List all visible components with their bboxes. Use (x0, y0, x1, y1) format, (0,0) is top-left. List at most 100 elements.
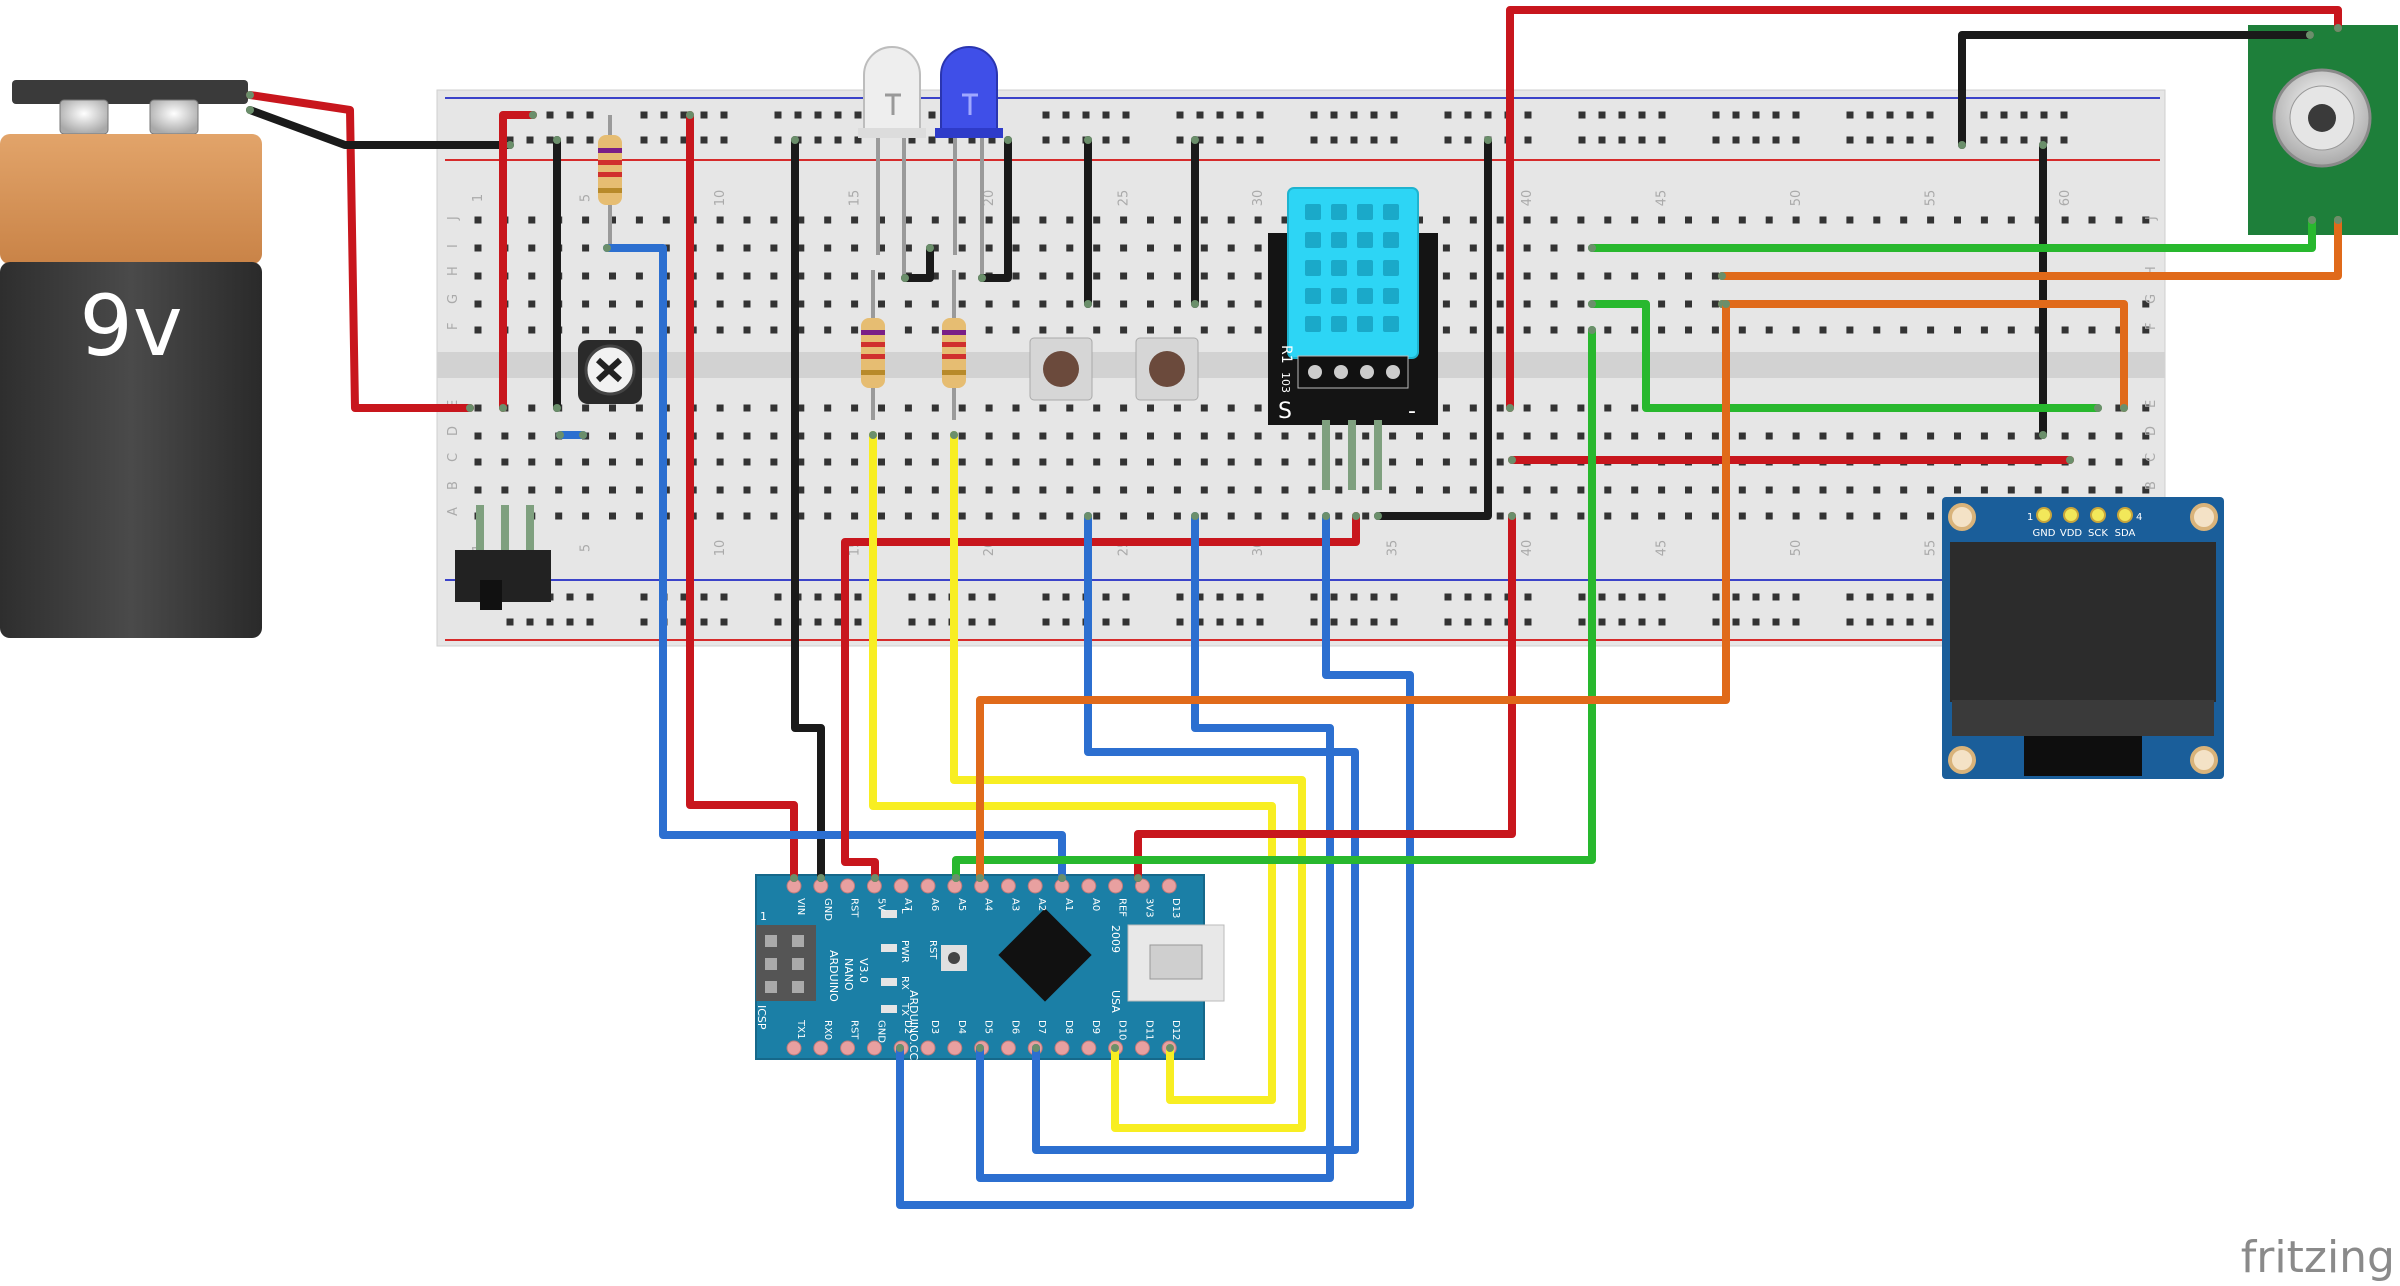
breadboard-hole (931, 404, 939, 412)
wire-end (1722, 300, 1730, 308)
wire-end (2039, 141, 2047, 149)
rail-hole (1618, 593, 1626, 601)
rail-hole (834, 618, 842, 626)
breadboard-hole (1120, 326, 1128, 334)
rail-hole (640, 111, 648, 119)
breadboard-hole (1765, 216, 1773, 224)
breadboard-hole (1120, 300, 1128, 308)
dht-vent (1357, 232, 1373, 248)
rail-hole (1846, 136, 1854, 144)
breadboard-hole (528, 300, 536, 308)
wire-orange (1718, 300, 2128, 412)
rail-hole (1906, 618, 1914, 626)
rail-hole (640, 593, 648, 601)
breadboard-hole (1927, 486, 1935, 494)
breadboard-hole (1093, 272, 1101, 280)
breadboard-hole (2061, 326, 2069, 334)
breadboard-hole (1093, 512, 1101, 520)
breadboard-hole (1846, 512, 1854, 520)
rail-hole (1196, 593, 1204, 601)
breadboard-hole (851, 458, 859, 466)
rail-hole (1042, 136, 1050, 144)
rail-hole (1578, 136, 1586, 144)
rail-hole (1524, 111, 1532, 119)
breadboard-hole (878, 404, 885, 412)
breadboard-hole (1900, 512, 1908, 520)
breadboard-hole (528, 326, 536, 334)
breadboard-hole (1846, 432, 1854, 440)
breadboard-hole (1039, 244, 1047, 252)
wire-end (556, 431, 564, 439)
breadboard-hole (2142, 216, 2150, 224)
dht-sensor-grid (1305, 204, 1399, 332)
breadboard-hole (1281, 512, 1289, 520)
rail-hole (1658, 111, 1666, 119)
breadboard-hole (1523, 432, 1531, 440)
wire-end (1352, 512, 1360, 520)
rail-hole (1350, 593, 1358, 601)
rail-hole (1330, 618, 1338, 626)
rail-hole (1618, 618, 1626, 626)
wire-end (1111, 1044, 1119, 1052)
breadboard-hole (878, 486, 885, 494)
rail-hole (1390, 593, 1398, 601)
breadboard-hole (582, 244, 590, 252)
breadboard-hole (635, 300, 643, 308)
breadboard-hole (1200, 486, 1208, 494)
breadboard-hole (1173, 244, 1181, 252)
wire-end (1508, 512, 1516, 520)
column-number: 45 (1655, 540, 1670, 557)
breadboard-hole (1066, 512, 1074, 520)
breadboard-hole (1039, 404, 1047, 412)
breadboard-hole (958, 272, 966, 280)
breadboard-hole (474, 300, 482, 308)
breadboard-hole (1658, 432, 1666, 440)
breadboard-hole (770, 486, 778, 494)
breadboard-hole (770, 432, 778, 440)
rail-hole (1732, 618, 1740, 626)
breadboard-hole (1227, 272, 1235, 280)
breadboard-hole (824, 432, 832, 440)
nano-pin (1134, 878, 1150, 894)
resistor (861, 270, 885, 420)
wire-end (1191, 136, 1199, 144)
rail-hole (1444, 136, 1452, 144)
rail-hole (814, 593, 822, 601)
rail-hole (1256, 111, 1264, 119)
column-number: 5 (579, 544, 594, 552)
wire-end (1191, 512, 1199, 520)
rail-hole (1256, 618, 1264, 626)
breadboard-hole (1496, 244, 1504, 252)
nano-pin (1161, 878, 1177, 894)
breadboard-hole (1200, 272, 1208, 280)
breadboard-hole (1604, 272, 1612, 280)
row-letter: H (2144, 266, 2159, 276)
breadboard-hole (1550, 326, 1558, 334)
rail-hole (546, 618, 554, 626)
breadboard-hole (931, 244, 939, 252)
rail-hole (1236, 593, 1244, 601)
breadboard-hole (1604, 486, 1612, 494)
rail-hole (854, 618, 862, 626)
dht-vent (1357, 288, 1373, 304)
dht-module: R1 103 S - (1268, 187, 1438, 490)
rail-hole (720, 136, 728, 144)
breadboard-hole (528, 486, 536, 494)
breadboard-hole (743, 272, 751, 280)
rail-hole (968, 136, 976, 144)
breadboard-hole (904, 326, 912, 334)
wire-end (2334, 216, 2342, 224)
dht-vent (1357, 260, 1373, 276)
wire-end (978, 274, 986, 282)
breadboard-hole (1200, 404, 1208, 412)
rail-hole (814, 136, 822, 144)
rail-hole (1792, 618, 1800, 626)
rail-hole (794, 111, 802, 119)
breadboard-hole (1927, 432, 1935, 440)
breadboard-hole (1200, 512, 1208, 520)
rail-hole (566, 593, 574, 601)
wire-end (1058, 874, 1066, 882)
breadboard-hole (851, 486, 859, 494)
row-letter: C (446, 453, 461, 462)
